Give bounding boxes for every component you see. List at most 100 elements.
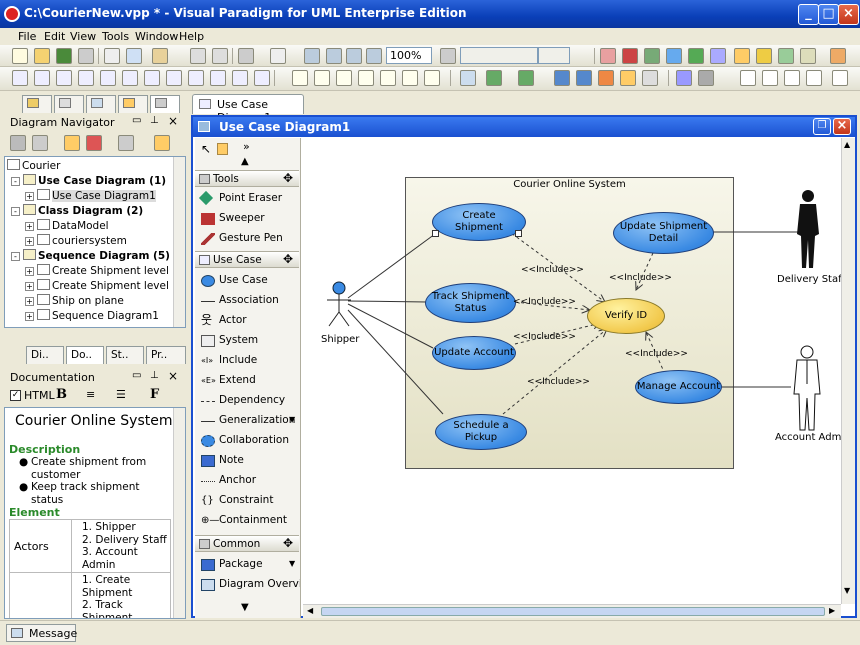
float-icon[interactable]: ▭ (132, 115, 142, 126)
restore-button[interactable]: ❐ (813, 118, 831, 135)
tab-use-case-diagram[interactable]: Use Case Diagram1 (192, 94, 304, 124)
diagram-icon-33[interactable] (806, 70, 822, 86)
usecase-schedule-pickup[interactable]: Schedule a Pickup (435, 414, 527, 450)
open-icon[interactable] (34, 48, 50, 64)
diagram-icon-30[interactable] (740, 70, 756, 86)
message-tab[interactable]: Message (6, 624, 77, 642)
diagram-icon-12[interactable] (254, 70, 270, 86)
pin-icon[interactable]: ⊥ (150, 370, 159, 381)
usecase-update-shipment-detail[interactable]: Update Shipment Detail (613, 212, 714, 254)
tree-item-selected[interactable]: +Use Case Diagram1 (25, 189, 156, 202)
palette-sweeper[interactable]: Sweeper (195, 209, 299, 229)
diagram-icon-11[interactable] (232, 70, 248, 86)
tree-item[interactable]: +couriersystem (25, 234, 127, 247)
diagram-icon-9[interactable] (188, 70, 204, 86)
diagram-icon-26[interactable] (620, 70, 636, 86)
new-icon[interactable] (12, 48, 28, 64)
align-icon[interactable]: ≡ (86, 388, 96, 401)
nav-tab-5[interactable] (150, 95, 180, 113)
menu-view[interactable]: View (70, 30, 97, 43)
diagram-icon-3[interactable] (56, 70, 72, 86)
cut-icon[interactable] (104, 48, 120, 64)
nav-tool-icon-2[interactable] (32, 135, 48, 151)
tab-diagram[interactable]: Di.. (26, 346, 64, 364)
tree-item[interactable]: +DataModel (25, 219, 109, 232)
paste-icon[interactable] (152, 48, 168, 64)
palette-extend[interactable]: «E»Extend (201, 374, 256, 386)
diagram-icon-25[interactable] (598, 70, 614, 86)
nav-tab-2[interactable] (54, 95, 84, 113)
tree-item[interactable]: +Ship on plane (25, 294, 124, 307)
layout-icon[interactable] (238, 48, 254, 64)
tab-documentation[interactable]: Do.. (66, 346, 104, 364)
diagram-icon-5[interactable] (100, 70, 116, 86)
tool-icon-5[interactable] (688, 48, 704, 64)
tab-stencil[interactable]: St.. (106, 346, 144, 364)
html-checkbox[interactable]: ✓ (10, 390, 21, 401)
diagram-icon-19[interactable] (424, 70, 440, 86)
diagram-icon-1[interactable] (12, 70, 28, 86)
palette-system[interactable]: System (195, 331, 299, 351)
scroll-up-icon[interactable]: ▲ (241, 156, 249, 167)
menu-tools[interactable]: Tools (102, 30, 130, 43)
tree-item[interactable]: +Sequence Diagram1 (25, 309, 159, 322)
zoom-select[interactable]: 100% (386, 47, 432, 64)
refresh-icon[interactable] (154, 135, 170, 151)
pin-icon[interactable]: ⊥ (150, 115, 159, 126)
diagram-icon-16[interactable] (358, 70, 374, 86)
diagram-canvas[interactable]: Courier Online System (303, 138, 841, 604)
panel-close-icon[interactable]: × (168, 369, 179, 383)
diagram-icon-34[interactable] (832, 70, 848, 86)
horizontal-scrollbar[interactable]: ◀ ▶ (303, 604, 841, 618)
menu-file[interactable]: File (18, 30, 37, 43)
diagram-icon-4[interactable] (78, 70, 94, 86)
account-admin-figure[interactable] (789, 344, 825, 432)
diagram-icon-2[interactable] (34, 70, 50, 86)
undo-icon[interactable] (190, 48, 206, 64)
diagram-icon-7[interactable] (144, 70, 160, 86)
zoom-reset-icon[interactable] (366, 48, 382, 64)
tree-item[interactable]: +Create Shipment level 2 (25, 279, 179, 292)
diagram-icon-18[interactable] (402, 70, 418, 86)
palette-containment[interactable]: ⊕—Containment (201, 514, 287, 526)
diagram-icon-21[interactable] (486, 70, 502, 86)
font-select[interactable] (460, 47, 538, 64)
menu-help[interactable]: Help (179, 30, 205, 43)
diagram-icon-17[interactable] (380, 70, 396, 86)
palette-point-eraser[interactable]: Point Eraser (195, 189, 299, 209)
palette-use-case[interactable]: Use Case (195, 271, 299, 291)
tree-item[interactable]: Courier (7, 159, 60, 174)
diagram-icon-32[interactable] (784, 70, 800, 86)
tab-properties[interactable]: Pr.. (146, 346, 186, 364)
diagram-close-button[interactable]: × (833, 118, 851, 135)
diagram-icon-13[interactable] (292, 70, 308, 86)
tool-icon-8[interactable] (756, 48, 772, 64)
lock-icon[interactable] (217, 143, 228, 155)
nav-tab-4[interactable] (118, 95, 148, 113)
resize-handle[interactable] (515, 230, 522, 237)
bold-button[interactable]: B (56, 387, 67, 402)
float-icon[interactable]: ▭ (132, 370, 142, 381)
palette-dependency[interactable]: Dependency (195, 391, 299, 411)
tool-icon-4[interactable] (666, 48, 682, 64)
up-icon[interactable] (118, 135, 134, 151)
resize-handle[interactable] (432, 230, 439, 237)
doc-scrollbar[interactable] (173, 408, 185, 618)
format-icon[interactable] (440, 48, 456, 64)
tree-item[interactable]: -Class Diagram (2) (11, 204, 143, 219)
tool-icon-1[interactable] (600, 48, 616, 64)
tree-item[interactable]: +Create Shipment level 1 (25, 264, 179, 277)
palette-diagram-overview[interactable]: Diagram Overview (195, 575, 300, 595)
tool-icon-3[interactable] (644, 48, 660, 64)
diagram-icon-24[interactable] (576, 70, 592, 86)
tool-icon-11[interactable] (830, 48, 846, 64)
palette-section-usecase[interactable]: Use Case✥ (195, 251, 299, 268)
palette-note[interactable]: Note (195, 451, 299, 471)
documentation-content[interactable]: Courier Online System Description ●Creat… (4, 407, 186, 619)
diagram-icon-31[interactable] (762, 70, 778, 86)
palette-anchor[interactable]: Anchor (195, 471, 299, 491)
diagram-icon-14[interactable] (314, 70, 330, 86)
palette-generalization[interactable]: Generalization▼ (195, 411, 299, 431)
palette-package[interactable]: Package▼ (195, 555, 299, 575)
palette-section-tools[interactable]: Tools✥ (195, 170, 299, 187)
